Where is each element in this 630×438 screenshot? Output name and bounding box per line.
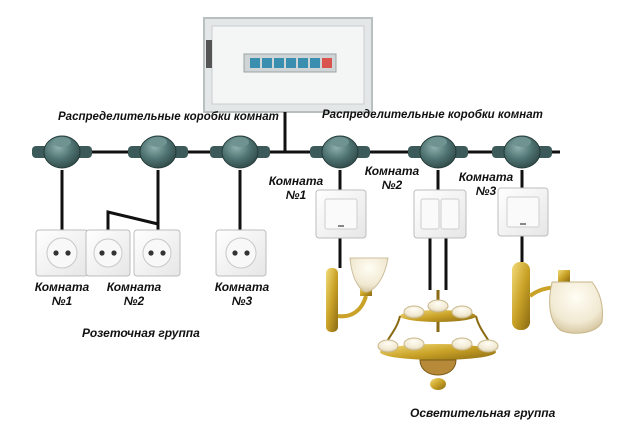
light-room1-title: Комната (268, 174, 324, 188)
socket-room1-icon (35, 229, 89, 277)
light-room2-title: Комната (364, 164, 420, 178)
socket-room2-title: Комната (106, 280, 162, 294)
light-room1-number: №1 (285, 188, 307, 202)
switches (315, 187, 549, 239)
socket-room2a-icon (85, 229, 131, 277)
wall-sconce-room3-icon (512, 262, 603, 334)
wall-sconce-room1-icon (326, 257, 389, 332)
light-room2-number: №2 (381, 178, 403, 192)
socket-room1-number: №1 (51, 294, 73, 308)
junction-boxes (32, 135, 552, 169)
boxes-left-label: Распределительные коробки комнат (58, 111, 279, 123)
light-room3-label: Комната №3 (456, 170, 516, 198)
socket-room3-label: Комната №3 (212, 280, 272, 308)
light-room1-label: Комната №1 (266, 174, 326, 202)
chandelier-room2-icon (377, 290, 499, 390)
boxes-right-label: Распределительные коробки комнат (322, 109, 543, 121)
junction-box-3 (210, 135, 270, 169)
switch-room1-icon (315, 189, 367, 239)
socket-room1-title: Комната (34, 280, 90, 294)
socket-room3-title: Комната (214, 280, 270, 294)
light-room2-label: Комната №2 (362, 164, 422, 192)
distribution-panel (203, 17, 373, 113)
switch-room3-icon (497, 187, 549, 237)
junction-box-1 (32, 135, 92, 169)
junction-box-4 (310, 135, 370, 169)
socket-room2b-icon (133, 229, 181, 277)
junction-box-2 (128, 135, 188, 169)
socket-group-label: Розеточная группа (82, 326, 200, 340)
switch-room2-icon (413, 189, 467, 239)
junction-box-5 (408, 135, 468, 169)
socket-room3-icon (215, 229, 267, 277)
socket-room1-label: Комната №1 (32, 280, 92, 308)
lighting-group-label: Осветительная группа (410, 406, 556, 420)
socket-room2-label: Комната №2 (104, 280, 164, 308)
socket-room2-number: №2 (123, 294, 145, 308)
sockets (35, 229, 267, 277)
socket-room3-number: №3 (231, 294, 253, 308)
junction-box-6 (492, 135, 552, 169)
socket-wire-2b (106, 210, 159, 232)
light-room3-number: №3 (475, 184, 497, 198)
light-room3-title: Комната (458, 170, 514, 184)
